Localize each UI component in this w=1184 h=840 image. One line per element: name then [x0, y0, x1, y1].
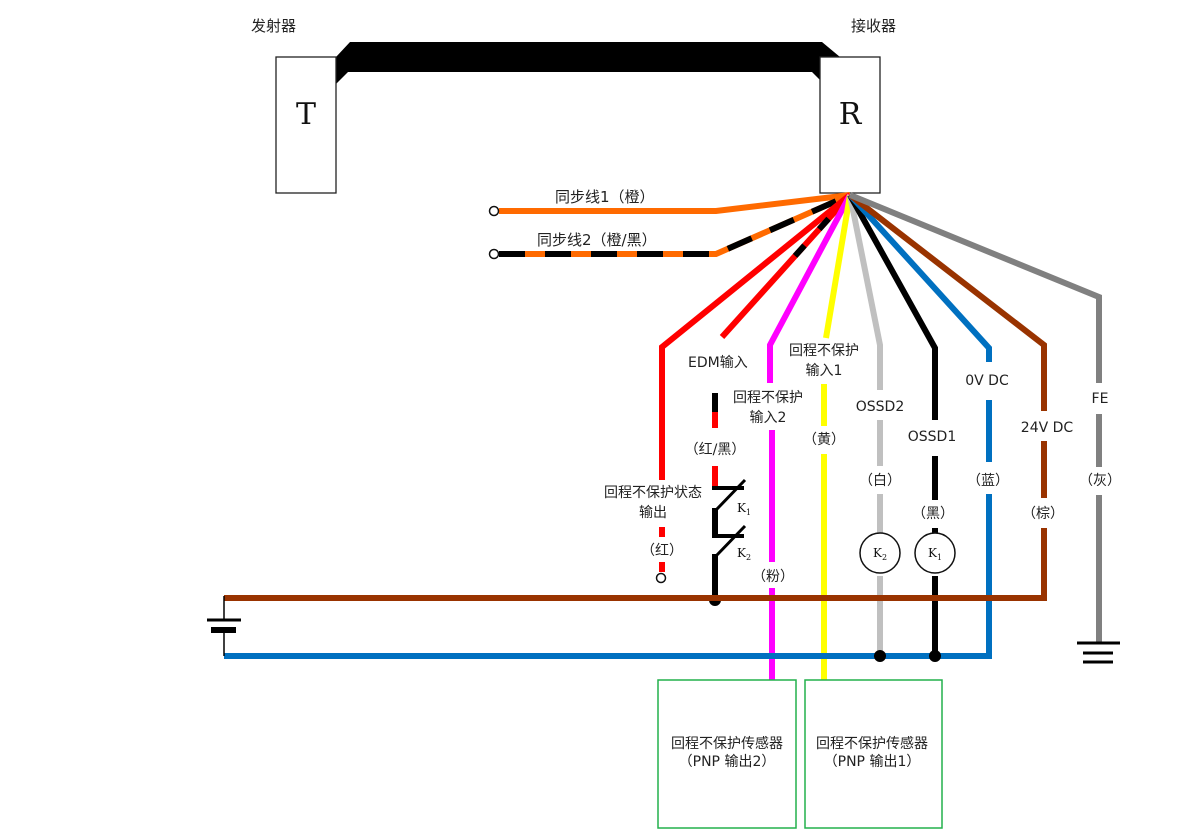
- contact-k1-label: K1: [737, 501, 751, 517]
- input2-color: （粉）: [752, 569, 794, 585]
- sync1-terminal: [488, 205, 500, 217]
- contact-k2: [712, 524, 747, 600]
- receiver-caption: 接收器: [851, 17, 896, 35]
- status-output-wire: [659, 192, 852, 480]
- sensor-box-pnp2: [657, 679, 797, 829]
- status-output-color: （红）: [641, 543, 683, 559]
- ov-color: （蓝）: [967, 473, 1009, 489]
- fe-color: （灰）: [1079, 473, 1121, 489]
- dc-supply-icon: [207, 596, 241, 656]
- ossd1-junction: [929, 650, 941, 662]
- sensor-box-pnp1: [804, 679, 943, 829]
- input1-name2: 输入1: [806, 363, 843, 379]
- ossd2-junction: [874, 650, 886, 662]
- ov-bus: [224, 494, 992, 659]
- status-output-terminal: [655, 572, 667, 584]
- v24-name: 24V DC: [1021, 420, 1074, 436]
- input1-color: （黄）: [803, 431, 845, 448]
- sync2-label: 同步线2（橙/黑）: [537, 231, 657, 249]
- sensor-pnp2-line2: （PNP 输出2）: [679, 754, 776, 770]
- input2-name: 回程不保护: [733, 390, 803, 406]
- transmitter-letter: T: [296, 97, 316, 132]
- sync2-terminal: [488, 248, 500, 260]
- ossd1-wire-upper: [847, 193, 938, 420]
- ossd2-color: （白）: [859, 473, 901, 489]
- sync2-wire-base: [499, 192, 852, 257]
- ground-icon: [1077, 641, 1120, 664]
- receiver-letter: R: [839, 97, 863, 132]
- edm-color: （红/黑）: [685, 442, 746, 458]
- ossd2-wire-upper: [847, 194, 883, 390]
- sensor-pnp2-line1: 回程不保护传感器: [671, 735, 783, 752]
- ossd1-name: OSSD1: [908, 429, 956, 445]
- input2-name2: 输入2: [750, 410, 787, 426]
- edm-wire-base: [719, 192, 853, 340]
- relay-k2-label: K2: [873, 546, 887, 562]
- fe-wire-upper: [848, 192, 1102, 383]
- input1-wire-upper: [823, 194, 853, 339]
- fe-name: FE: [1092, 391, 1109, 407]
- sensor-pnp1-line1: 回程不保护传感器: [816, 735, 928, 752]
- v24-wire-upper: [848, 192, 1047, 411]
- status-output-name: 回程不保护状态: [604, 485, 702, 501]
- v24-bus: [224, 528, 1047, 601]
- ossd1-color: （黑）: [912, 506, 954, 522]
- connecting-cable: [336, 42, 840, 84]
- sensor-pnp1-line2: （PNP 输出1）: [824, 754, 921, 770]
- edm-name: EDM输入: [688, 355, 748, 371]
- contact-k2-label: K2: [737, 546, 751, 562]
- receiver-box: [819, 56, 881, 194]
- status-output-name2: 输出: [639, 505, 667, 521]
- relay-k1-label: K1: [928, 546, 942, 562]
- ossd2-name: OSSD2: [856, 399, 904, 415]
- input1-name: 回程不保护: [789, 343, 859, 359]
- ov-name: 0V DC: [965, 373, 1009, 389]
- v24-color: （棕）: [1022, 506, 1064, 522]
- ov-wire-upper: [847, 192, 992, 362]
- relay-k2-coil: [859, 532, 901, 574]
- sync1-label: 同步线1（橙）: [555, 188, 655, 206]
- sync1-wire: [499, 192, 851, 214]
- contact-k1: [712, 478, 747, 536]
- relay-k1-coil: [914, 532, 956, 574]
- transmitter-box: [275, 56, 337, 194]
- transmitter-caption: 发射器: [251, 17, 296, 35]
- input2-wire-upper: [767, 193, 853, 383]
